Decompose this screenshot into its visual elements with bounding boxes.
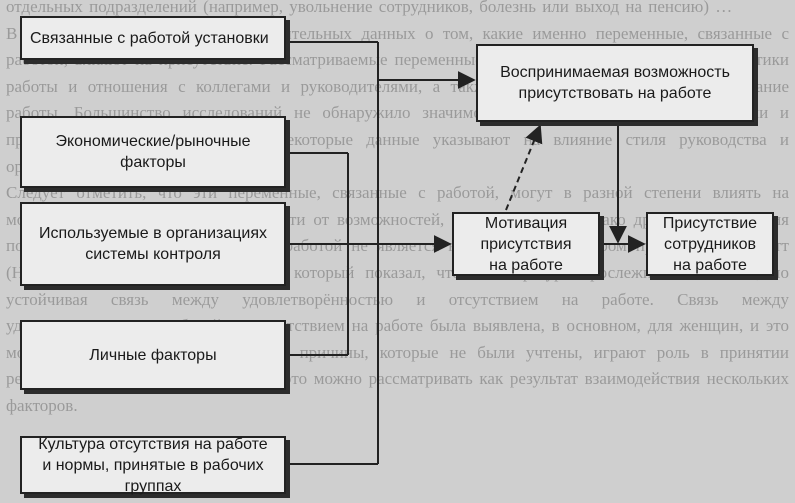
dashed-arrow-motivation-to-perceived: [505, 124, 543, 211]
box-control-systems: Используемые в организациях системы конт…: [20, 202, 286, 286]
box-absence-culture: Культура отсутствия на работе и нормы, п…: [20, 436, 286, 495]
box-personal-factors: Личные факторы: [20, 320, 286, 390]
background-paragraph: отдельных подразделений (например, уволь…: [6, 0, 733, 16]
box-economic-factors: Экономические/рыночные факторы: [20, 116, 286, 188]
box-motivation: Мотивация присутствия на работе: [452, 212, 600, 276]
box-job-situation: Связанные с работой установки: [20, 16, 286, 60]
box-perceived-ability: Воспринимаемая возможность присутствоват…: [476, 44, 754, 122]
box-attendance: Присутствие сотрудников на работе: [646, 212, 774, 276]
